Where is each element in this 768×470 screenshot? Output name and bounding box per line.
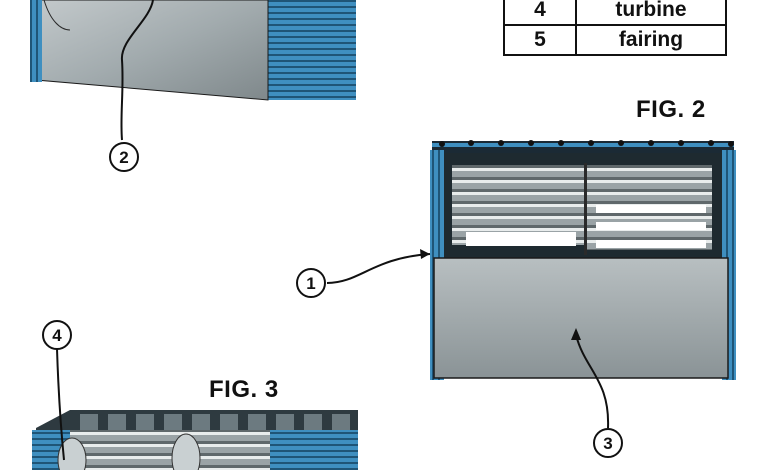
legend-row: 4 turbine	[503, 0, 727, 26]
legend-part-name: turbine	[575, 0, 727, 26]
leader-line-1	[326, 253, 431, 284]
callout-circle-2	[109, 142, 139, 172]
callout-number-4: 4	[52, 326, 62, 345]
fig3-turbine	[70, 430, 270, 470]
callout-number-3: 3	[603, 434, 612, 453]
legend-number: 4	[503, 0, 577, 26]
callout-circle-4	[42, 320, 72, 350]
fig3-right-wall	[270, 430, 358, 470]
fig1-device	[30, 0, 356, 101]
leader-line-4	[56, 348, 65, 461]
callout-circle-1	[296, 268, 326, 298]
legend-row: 5 fairing	[503, 24, 727, 56]
legend-number: 5	[503, 24, 577, 56]
leader-line-2	[120, 0, 154, 141]
parts-legend-table: 4 turbine 5 fairing	[503, 0, 727, 56]
callout-number-1: 1	[306, 274, 315, 293]
callout-circle-3	[593, 428, 623, 458]
fig3-device	[32, 410, 358, 470]
figure-label-fig3: FIG. 3	[209, 376, 279, 403]
fig2-turbine-left	[452, 165, 586, 245]
fig2-device	[430, 141, 736, 380]
fig2-fairing-panel	[433, 257, 729, 379]
fig1-left-edge	[30, 0, 42, 82]
legend-part-name: fairing	[575, 24, 727, 56]
fig1-fairing-panel	[35, 0, 269, 101]
figure-label-fig2: FIG. 2	[636, 96, 706, 123]
leader-line-3	[575, 334, 610, 429]
fig2-bolts	[439, 140, 734, 147]
callout-number-2: 2	[119, 148, 128, 167]
